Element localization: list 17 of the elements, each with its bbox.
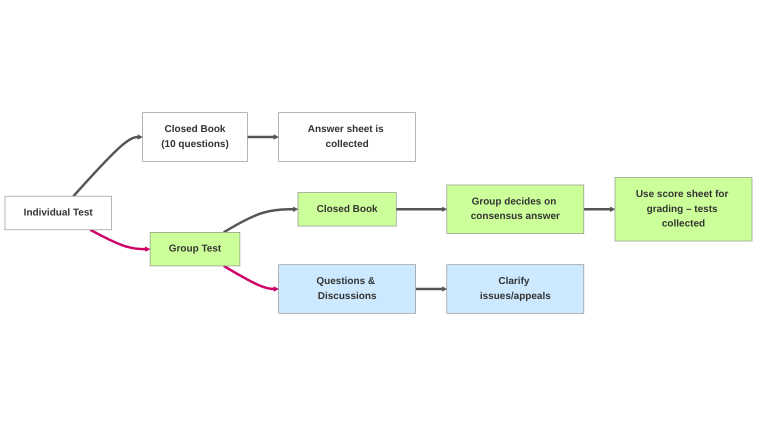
node-box: Use score sheet for grading – tests collected (614, 177, 752, 242)
node-box: Answer sheet is collected (278, 112, 416, 162)
arrow (416, 286, 448, 292)
arrow (584, 206, 616, 212)
node-box: Closed Book (298, 192, 397, 226)
arrow (90, 228, 150, 252)
node-box: Individual Test (4, 196, 112, 230)
arrow (223, 206, 298, 234)
arrow (396, 206, 448, 212)
arrow (223, 264, 279, 292)
node-box: Questions & Discussions (278, 264, 416, 314)
arrow (72, 134, 143, 198)
arrow (247, 134, 279, 140)
node-box: Group decides on consensus answer (446, 184, 584, 234)
node-box: Clarify issues/appeals (446, 264, 584, 314)
node-box: Closed Book (10 questions) (142, 112, 248, 162)
node-box: Group Test (150, 232, 240, 266)
